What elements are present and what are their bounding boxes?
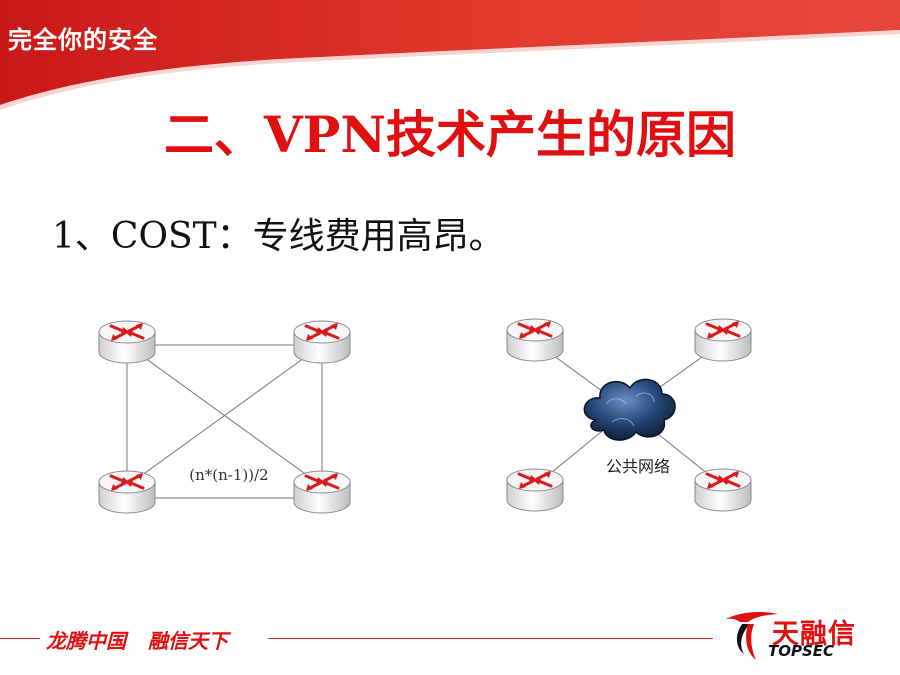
router-icon [292,319,352,365]
cloud-diagram: 公共网络 [505,317,753,513]
router-icon [292,469,352,515]
slogan-part2: 融信天下 [148,629,228,653]
mesh-diagram: (n*(n-1))/2 [97,319,352,515]
cloud-icon [583,378,676,441]
footer-slogan: 龙腾中国融信天下 [46,625,250,654]
logo-swoosh-icon [724,612,778,660]
mesh-formula-label: (n*(n-1))/2 [189,466,268,484]
router-icon [97,469,157,515]
bullet-point: 1、COST：专线费用高昂。 [52,216,505,257]
router-icon [693,317,753,363]
router-icon [97,319,157,365]
router-icon [505,467,565,513]
header-banner [0,0,900,110]
banner-text: 完全你的安全 [8,26,158,54]
footer-line-left [0,638,40,639]
slide-title: 二、VPN技术产生的原因 [163,105,737,164]
public-network-label: 公共网络 [606,457,670,476]
topsec-logo: 天融信 TOPSEC [720,608,890,664]
router-icon [505,317,565,363]
logo-chinese-text: 天融信 [772,619,856,650]
router-icon [693,467,753,513]
footer-line-right [268,638,713,639]
logo-english-text: TOPSEC [768,642,835,660]
slogan-part1: 龙腾中国 [46,629,126,653]
